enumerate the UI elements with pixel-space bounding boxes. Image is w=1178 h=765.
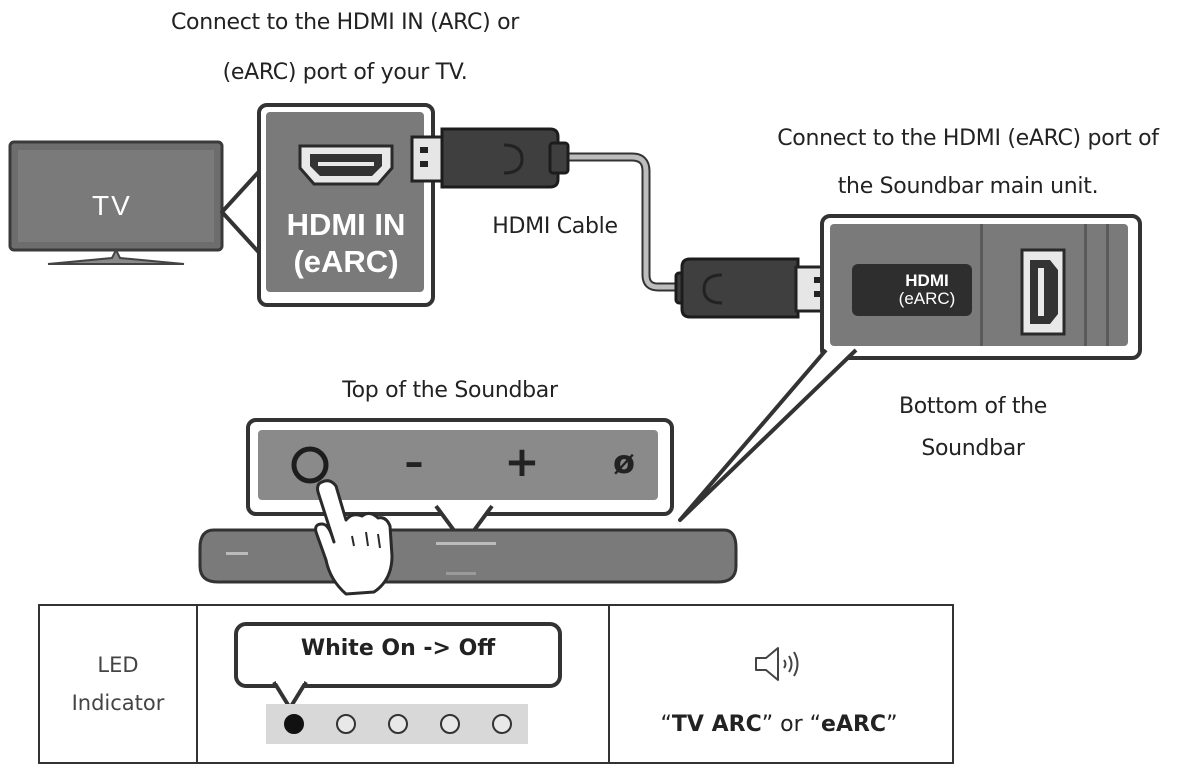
led-label-cell: LED Indicator: [38, 604, 198, 764]
led-dot-1: [284, 714, 304, 734]
volume-up-button[interactable]: +: [504, 437, 540, 486]
soundbar-hdmi-port-icon: [1020, 248, 1066, 336]
top-of-soundbar-caption: Top of the Soundbar: [342, 378, 558, 403]
soundbar-port-divider: [980, 224, 983, 346]
tv-port-label-line1: HDMI IN: [286, 207, 406, 242]
cable-caption: HDMI Cable: [492, 214, 618, 239]
led-dot-4: [440, 714, 460, 734]
soundbar-port-divider-2: [1084, 224, 1087, 346]
hdmi-connector-tv-end: [410, 127, 570, 189]
soundbar-port-caption: Connect to the HDMI (eARC) port of the S…: [748, 120, 1178, 206]
led-label-line2: Indicator: [71, 691, 165, 715]
led-callout-bubble: [234, 622, 562, 688]
led-label-line1: LED: [97, 653, 139, 677]
audio-feedback-text: “TV ARC” or “eARC”: [604, 712, 954, 737]
audio-tv-arc: TV ARC: [671, 712, 762, 737]
audio-quote-3: ”: [886, 712, 898, 737]
tv-port-caption-line1: Connect to the HDMI IN (ARC) or: [171, 10, 519, 35]
volume-down-button[interactable]: –: [404, 440, 424, 484]
led-dot-2: [336, 714, 356, 734]
tv-port-label: HDMI IN (eARC): [268, 206, 424, 280]
led-dot-5: [492, 714, 512, 734]
tv-port-caption-line2: (eARC) port of your TV.: [222, 60, 468, 85]
hdmi-connector-soundbar-end: [674, 257, 832, 319]
tv-illustration: [8, 140, 224, 265]
led-dots: [284, 714, 512, 734]
audio-quote-2: ” or “: [761, 712, 822, 737]
audio-feedback-cell: [608, 604, 954, 764]
soundbar-port-callout-pointer: [678, 348, 858, 522]
tv-label: TV: [92, 190, 132, 221]
hdmi-port-icon: [298, 144, 394, 186]
bottom-caption-line1: Bottom of the: [898, 394, 1048, 419]
speaker-icon: [755, 647, 799, 681]
bottom-of-soundbar-caption: Bottom of the Soundbar: [868, 388, 1078, 468]
tv-hdmi-port-panel: [266, 112, 424, 292]
soundbar-port-label: HDMI (eARC): [882, 272, 972, 308]
hand-pressing-icon: [314, 479, 394, 596]
led-callout-text: White On -> Off: [300, 636, 496, 661]
soundbar-port-divider-3: [1106, 224, 1109, 346]
soundbar-body: [198, 528, 738, 584]
bottom-caption-line2: Soundbar: [921, 436, 1025, 461]
soundbar-port-label-bg: [852, 264, 972, 316]
audio-quote-1: “: [660, 712, 672, 737]
tv-port-label-line2: (eARC): [293, 244, 399, 279]
mic-off-button[interactable]: ø: [613, 443, 635, 481]
tv-port-caption: Connect to the HDMI IN (ARC) or (eARC) p…: [100, 4, 590, 92]
tv-port-callout-pointer: [220, 164, 266, 260]
led-dot-3: [388, 714, 408, 734]
hdmi-cable: [410, 127, 832, 319]
power-button-icon[interactable]: [288, 443, 332, 487]
soundbar-port-caption-line2: the Soundbar main unit.: [837, 174, 1099, 199]
soundbar-port-label-line2: (eARC): [898, 289, 956, 308]
soundbar-port-caption-line1: Connect to the HDMI (eARC) port of: [777, 126, 1159, 151]
soundbar-port-label-line1: HDMI: [905, 271, 949, 290]
audio-earc: eARC: [821, 712, 887, 737]
